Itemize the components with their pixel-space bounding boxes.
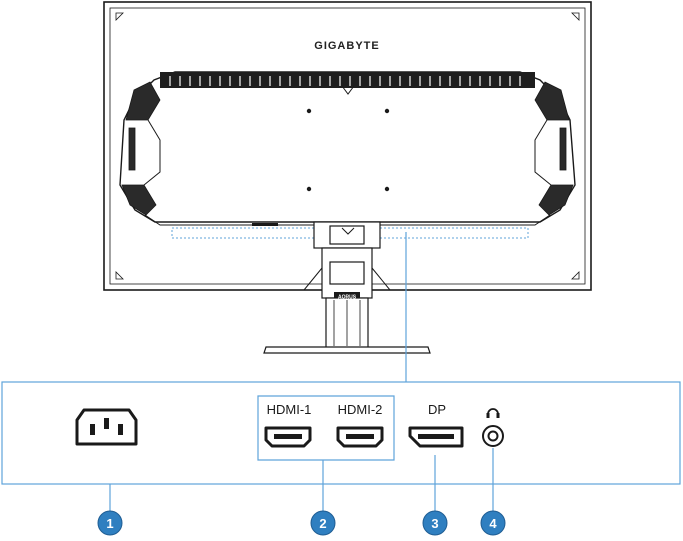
left-side-lower xyxy=(121,184,157,216)
svg-text:2: 2 xyxy=(319,516,326,531)
svg-text:1: 1 xyxy=(106,516,113,531)
hdmi1-port-icon xyxy=(264,426,312,448)
displayport-icon xyxy=(408,426,464,448)
right-side-lower xyxy=(538,184,574,216)
corner-mark-br xyxy=(571,271,580,280)
left-side-wing xyxy=(125,81,161,121)
rear-housing xyxy=(119,71,576,223)
headphone-icon xyxy=(486,408,500,418)
callout-1: 1 xyxy=(97,510,123,536)
callout-3: 3 xyxy=(422,510,448,536)
svg-text:3: 3 xyxy=(431,516,438,531)
power-inlet-icon xyxy=(75,408,138,446)
corner-mark-tl xyxy=(115,12,124,21)
hdmi-group-bracket xyxy=(257,395,395,461)
dp-label: DP xyxy=(428,402,446,417)
right-side-wing xyxy=(534,81,570,121)
port-panel-frame xyxy=(1,381,681,485)
bottom-port-block xyxy=(252,223,278,226)
corner-mark-tr xyxy=(571,12,580,21)
grille-logo-mark xyxy=(341,85,355,95)
callout-2: 2 xyxy=(310,510,336,536)
right-side-vent xyxy=(559,127,567,171)
grille-slots xyxy=(169,76,521,86)
brand-logo: GIGABYTE xyxy=(314,40,379,52)
left-side-vent xyxy=(128,127,136,171)
monitor-stand xyxy=(263,221,431,354)
ventilation-grille xyxy=(160,72,535,88)
hdmi1-label: HDMI-1 xyxy=(267,402,312,417)
stand-logo-plate xyxy=(334,292,360,300)
stand-brand-mark: AORUS xyxy=(338,295,357,301)
callout-4: 4 xyxy=(480,510,506,536)
hdmi2-port-icon xyxy=(336,426,384,448)
audio-jack-icon xyxy=(482,425,504,447)
monitor-rear-view xyxy=(103,1,592,354)
corner-mark-bl xyxy=(115,271,124,280)
vesa-mount-holes xyxy=(306,108,390,192)
left-wing-outline xyxy=(143,119,161,186)
svg-text:4: 4 xyxy=(489,516,497,531)
right-wing-outline xyxy=(534,119,552,186)
guide-lines xyxy=(1,232,681,512)
stand-base xyxy=(263,346,431,354)
hdmi2-label: HDMI-2 xyxy=(338,402,383,417)
